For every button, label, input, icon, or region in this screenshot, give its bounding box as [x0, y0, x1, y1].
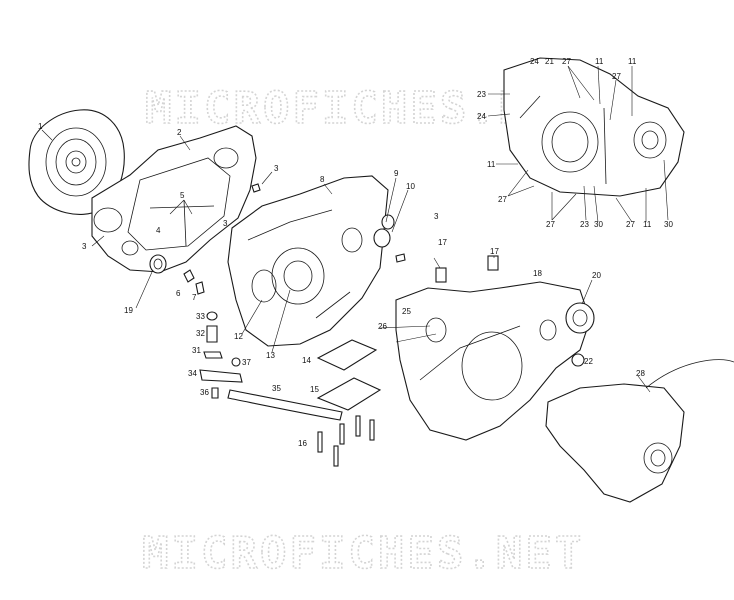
callout-20: 20 [592, 271, 601, 280]
callout-37: 37 [242, 358, 251, 367]
callout-8: 8 [320, 175, 325, 184]
callout-7: 7 [192, 293, 197, 302]
callout-27: 27 [626, 220, 635, 229]
callout-27: 27 [562, 57, 571, 66]
part-22-plug [571, 353, 585, 367]
callout-11: 11 [628, 57, 637, 66]
part-16-studs [317, 415, 375, 467]
callout-30: 30 [664, 220, 673, 229]
callout-26: 26 [378, 322, 387, 331]
callout-33: 33 [196, 312, 205, 321]
callout-11: 11 [595, 57, 604, 66]
callout-3: 3 [82, 242, 87, 251]
part-9-bearing [373, 228, 391, 248]
callout-35: 35 [272, 384, 281, 393]
callout-34: 34 [188, 369, 197, 378]
callout-6: 6 [176, 289, 181, 298]
callout-3: 3 [434, 212, 439, 221]
part-2-side-cover [91, 125, 257, 273]
callout-19: 19 [124, 306, 133, 315]
callout-27: 27 [546, 220, 555, 229]
part-7-screw [195, 281, 205, 295]
callout-11: 11 [643, 220, 652, 229]
part-37-nut [231, 357, 241, 367]
callout-14: 14 [302, 356, 311, 365]
part-36-screw [211, 387, 219, 399]
part-28-pump-housing [545, 359, 734, 503]
part-18-right-crankcase [395, 281, 591, 441]
part-3-screw-a [251, 183, 261, 193]
callout-23: 23 [477, 90, 486, 99]
callout-13: 13 [266, 351, 275, 360]
callout-labels: 1 2 3 3 3 3 4 5 6 7 8 9 10 12 13 14 15 1… [38, 57, 673, 448]
callout-1: 1 [38, 122, 43, 131]
callout-24: 24 [530, 57, 539, 66]
part-34-lever [199, 369, 243, 383]
watermark-bottom: MICROFICHES.NET [142, 528, 584, 579]
callout-27: 27 [612, 72, 621, 81]
callout-21: 21 [545, 57, 554, 66]
part-3-screw-b [395, 253, 406, 263]
callout-9: 9 [394, 169, 399, 178]
callout-17: 17 [490, 247, 499, 256]
callout-10: 10 [406, 182, 415, 191]
callout-2: 2 [177, 128, 182, 137]
callout-27: 27 [498, 195, 507, 204]
callout-3: 3 [274, 164, 279, 173]
callout-4: 4 [156, 226, 161, 235]
callout-11: 11 [487, 160, 496, 169]
callout-25: 25 [402, 307, 411, 316]
callout-5: 5 [180, 191, 185, 200]
part-33-cap [206, 311, 218, 321]
part-15-gasket [316, 377, 382, 411]
part-8-left-crankcase [227, 175, 389, 347]
callout-16: 16 [298, 439, 307, 448]
part-32-spring [206, 325, 218, 343]
callout-28: 28 [636, 369, 645, 378]
part-17-dowel-b [487, 255, 499, 271]
part-31-washer [203, 351, 223, 359]
inset-crankcase-view [503, 57, 685, 197]
part-6-clip [183, 269, 195, 283]
callout-17: 17 [438, 238, 447, 247]
callout-23: 23 [580, 220, 589, 229]
leader-lines [41, 65, 669, 393]
callout-18: 18 [533, 269, 542, 278]
part-17-dowel-a [435, 267, 447, 283]
callout-12: 12 [234, 332, 243, 341]
part-14-gasket [316, 339, 378, 371]
callout-36: 36 [200, 388, 209, 397]
callout-22: 22 [584, 357, 593, 366]
callout-24: 24 [477, 112, 486, 121]
part-10-seal [381, 214, 395, 230]
callout-30: 30 [594, 220, 603, 229]
callout-3: 3 [223, 219, 228, 228]
part-35-hose [227, 389, 343, 421]
callout-32: 32 [196, 329, 205, 338]
callout-15: 15 [310, 385, 319, 394]
part-19-seal [149, 254, 167, 274]
part-20-bearing [565, 302, 595, 334]
callout-31: 31 [192, 346, 201, 355]
